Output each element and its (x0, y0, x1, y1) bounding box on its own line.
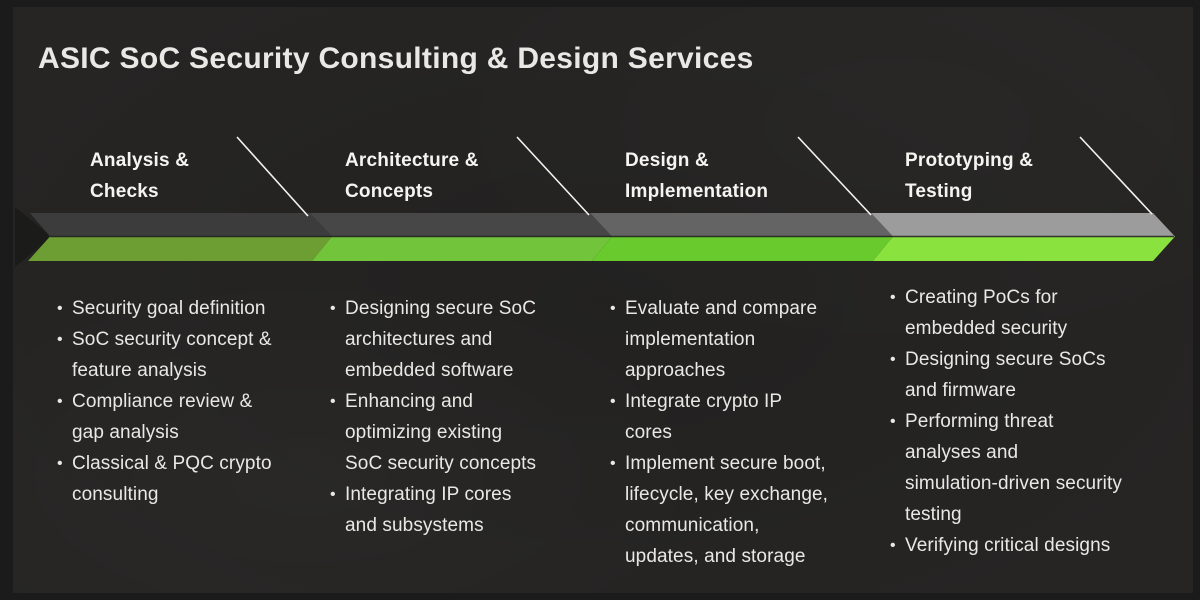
list-item: Compliance review & gap analysis (55, 386, 327, 448)
list-item: Creating PoCs for embedded security (888, 282, 1160, 344)
list-item: Designing secure SoCs and firmware (888, 344, 1160, 406)
list-item: Enhancing and optimizing existing SoC se… (328, 386, 600, 479)
phase-label-prototyping-testing: Prototyping & Testing (905, 150, 1034, 202)
list-item: Performing threat analyses and simulatio… (888, 406, 1160, 530)
page-title: ASIC SoC Security Consulting & Design Se… (38, 42, 754, 75)
phase-label-architecture-concepts: Architecture & Concepts (345, 150, 479, 202)
list-item: Integrate crypto IP cores (608, 386, 880, 448)
list-item: Verifying critical designs (888, 530, 1160, 561)
phase-items-prototyping-testing: Creating PoCs for embedded security Desi… (888, 282, 1160, 561)
list-item: Designing secure SoC architectures and e… (328, 293, 600, 386)
phase-items-architecture-concepts: Designing secure SoC architectures and e… (328, 293, 600, 541)
phase-items-analysis-checks: Security goal definition SoC security co… (55, 293, 327, 510)
phase-label-design-implementation: Design & Implementation (625, 150, 769, 202)
list-item: Security goal definition (55, 293, 327, 324)
phase-items-design-implementation: Evaluate and compare implementation appr… (608, 293, 880, 572)
list-item: SoC security concept & feature analysis (55, 324, 327, 386)
list-item: Integrating IP cores and subsystems (328, 479, 600, 541)
list-item: Evaluate and compare implementation appr… (608, 293, 880, 386)
list-item: Classical & PQC crypto consulting (55, 448, 327, 510)
list-item: Implement secure boot, lifecycle, key ex… (608, 448, 880, 572)
phase-label-analysis-checks: Analysis & Checks (90, 150, 190, 202)
